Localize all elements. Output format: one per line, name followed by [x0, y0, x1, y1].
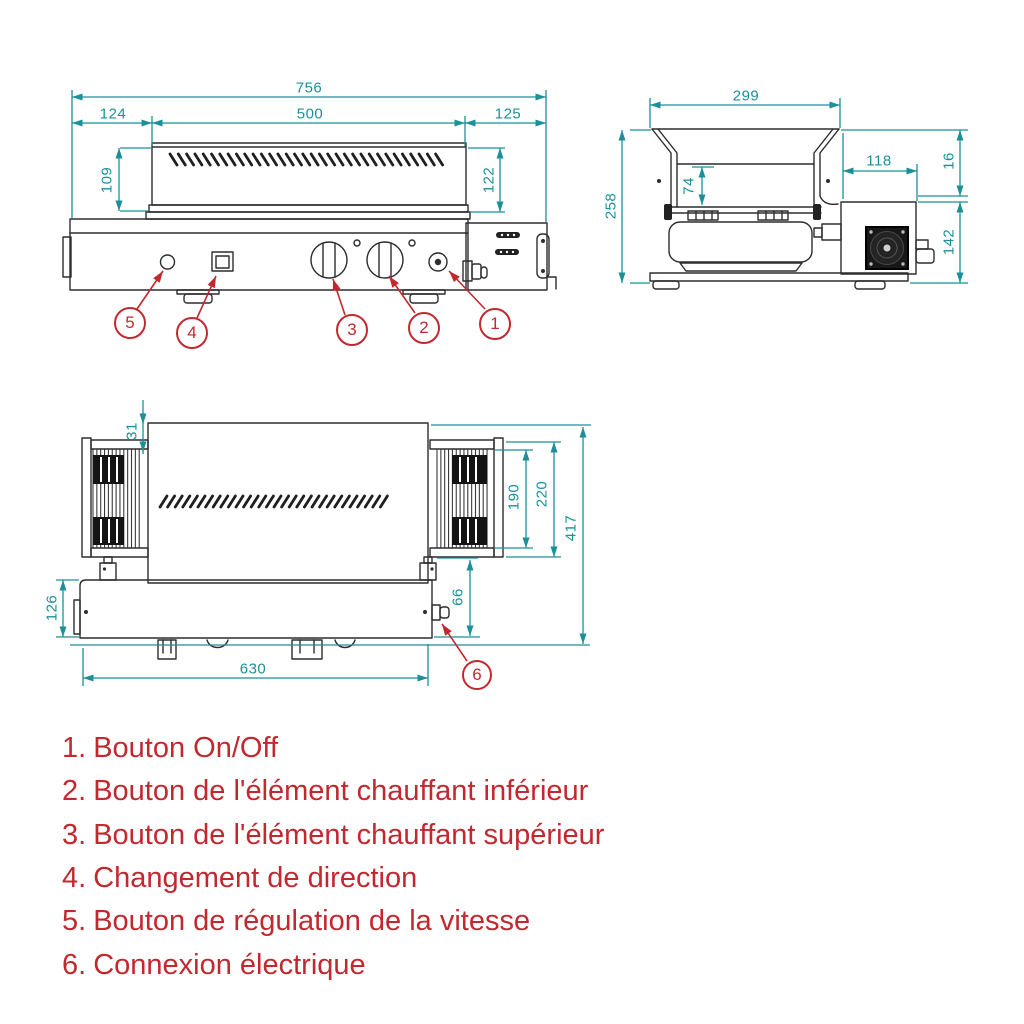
dim-front-chamber-height-left: 109: [98, 166, 116, 194]
dim-front-left-section: 124: [99, 105, 127, 123]
legend-label: Changement de direction: [93, 862, 418, 895]
callout-3: 3: [336, 314, 368, 346]
legend-number: 2.: [62, 775, 87, 808]
legend-item-3: 3. Bouton de l'élément chauffant supérie…: [62, 814, 604, 857]
dim-front-right-section: 125: [494, 105, 522, 123]
lower-heat-knob: [366, 241, 404, 279]
dim-side-motor-height: 142: [940, 228, 958, 256]
dim-side-top-width: 299: [732, 87, 760, 105]
callout-4: 4: [176, 317, 208, 349]
on-off-button: [428, 252, 448, 272]
legend-number: 1.: [62, 732, 87, 765]
dim-side-opening-height: 74: [680, 177, 698, 195]
legend-number: 6.: [62, 948, 87, 981]
legend-number: 3.: [62, 818, 87, 851]
upper-heat-knob: [310, 241, 348, 279]
top-view-dimensions: [56, 400, 591, 686]
dim-top-base-depth: 126: [43, 594, 61, 622]
legend-item-6: 6. Connexion électrique: [62, 943, 604, 986]
legend-label: Bouton de l'élément chauffant inférieur: [93, 775, 589, 808]
dim-top-total-depth: 417: [562, 514, 580, 542]
top-view-linework: [73, 422, 504, 660]
legend-item-1: 1. Bouton On/Off: [62, 727, 604, 770]
speed-knob: [159, 254, 176, 270]
side-view-linework: [649, 128, 935, 290]
front-view-dimensions: [71, 90, 547, 222]
legend-number: 4.: [62, 862, 87, 895]
legend-item-2: 2. Bouton de l'élément chauffant inférie…: [62, 770, 604, 813]
dim-side-motor-depth: 118: [866, 152, 892, 170]
callout-6: 6: [462, 660, 492, 690]
dim-side-total-height: 258: [602, 192, 620, 220]
dim-front-total-width: 756: [295, 79, 323, 97]
direction-switch: [211, 251, 234, 272]
electrical-connector: [423, 604, 450, 621]
top-vent-slots: [158, 494, 389, 509]
dim-top-rear-offset: 31: [123, 422, 141, 440]
legend-label: Bouton de l'élément chauffant supérieur: [93, 818, 605, 851]
callout-1: 1: [479, 308, 511, 340]
legend: 1. Bouton On/Off 2. Bouton de l'élément …: [62, 727, 604, 987]
dim-top-belt-width: 190: [505, 483, 523, 511]
legend-label: Bouton de régulation de la vitesse: [93, 905, 531, 938]
side-view-dimensions: [618, 98, 968, 284]
dim-top-front-offset: 66: [449, 588, 467, 606]
dim-front-chamber-width: 500: [296, 105, 324, 123]
callout-2: 2: [408, 312, 440, 344]
legend-item-5: 5. Bouton de régulation de la vitesse: [62, 900, 604, 943]
legend-number: 5.: [62, 905, 87, 938]
front-view-linework: [62, 142, 557, 304]
front-vent-slots: [168, 152, 445, 167]
legend-label: Bouton On/Off: [93, 732, 279, 765]
dim-side-top-gap: 16: [940, 152, 958, 170]
callout-5: 5: [114, 307, 146, 339]
dim-top-base-width: 630: [239, 660, 267, 678]
dim-top-grille-width: 220: [533, 480, 551, 508]
callout-arrows: [136, 270, 486, 662]
legend-item-4: 4. Changement de direction: [62, 857, 604, 900]
dim-front-chamber-height-right: 122: [480, 166, 498, 194]
legend-label: Connexion électrique: [93, 948, 366, 981]
